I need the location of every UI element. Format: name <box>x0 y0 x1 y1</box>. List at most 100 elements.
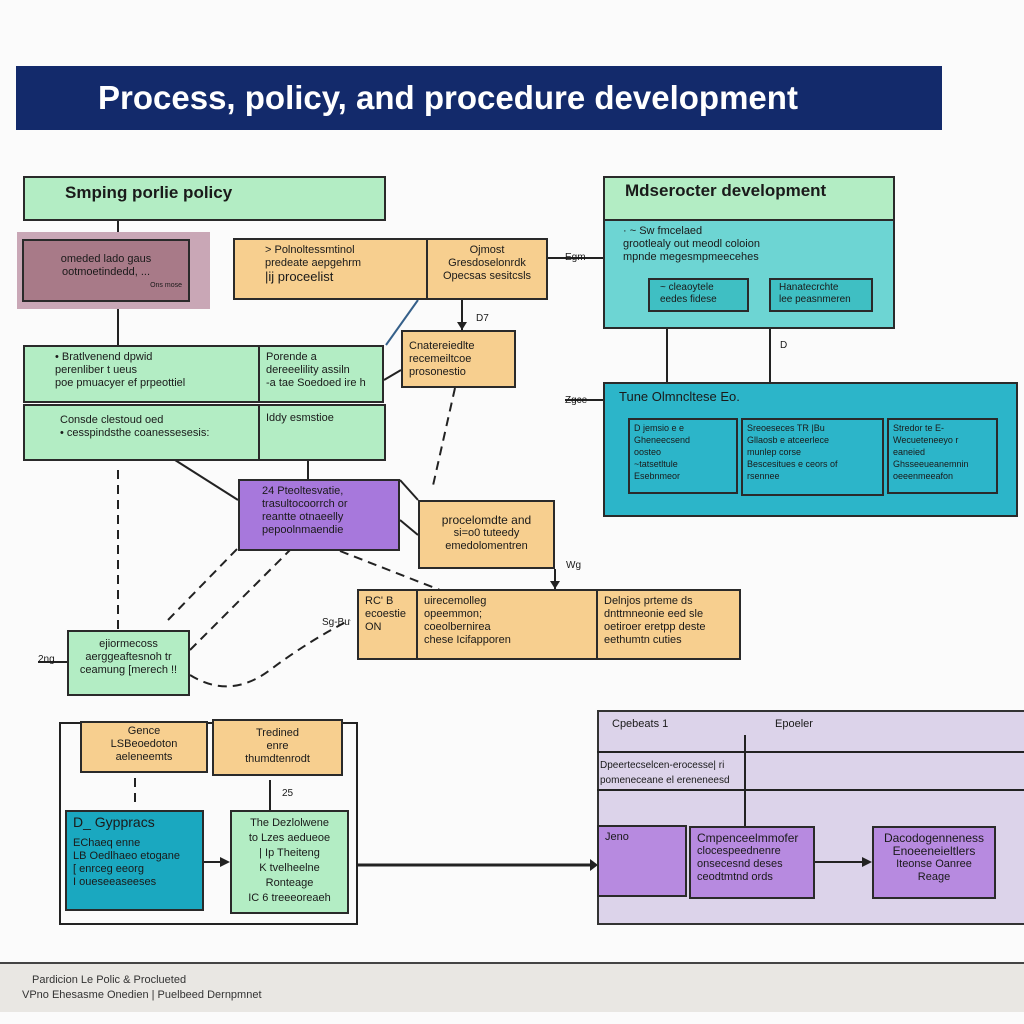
box-text: rsennee <box>747 471 780 481</box>
box-text: Hanatecrchte <box>779 282 839 293</box>
box-text: Consde clestoud oed <box>60 414 164 426</box>
connector <box>399 519 419 536</box>
box-text: ~tatsetltule <box>634 459 678 469</box>
arrowhead <box>550 581 560 589</box>
box-text: ceodtmtnd ords <box>697 871 773 883</box>
box-text: poe pmuacyer ef prpeottiel <box>55 377 186 389</box>
dashed-connector <box>431 387 456 491</box>
box-text: Enoeeneieltlers <box>892 844 976 858</box>
page-title: Process, policy, and procedure developme… <box>98 79 798 116</box>
box-text: recemeiltcoe <box>409 353 472 365</box>
box-text: Reage <box>917 871 951 883</box>
box-text: • Bratlvenend dpwid <box>55 351 153 363</box>
box-text: D jemsio e e <box>634 423 685 433</box>
box-text: Ronteage <box>265 877 314 889</box>
box-text: pepoolnmaendie <box>262 524 344 536</box>
box-text: omeded lado gaus <box>60 253 152 265</box>
green-low-right-box: Iddy esmstioe <box>258 404 386 461</box>
box-text: uirecemolleg <box>424 595 487 607</box>
box-text: EChaeq enne <box>73 837 141 849</box>
box-text: Delnjos prteme ds <box>604 595 693 607</box>
box-text: onsecesnd deses <box>697 858 783 870</box>
edge-label: D7 <box>476 313 489 324</box>
box-text: aeleneemts <box>115 751 173 763</box>
box-text: eedes fidese <box>660 294 717 305</box>
box-text: ejiormecoss <box>99 638 158 650</box>
box-text: Gresdoselonrdk <box>448 257 526 269</box>
box-text: Opecsas sesitcsls <box>442 270 532 282</box>
box-text: [ enrceg eeorg <box>73 863 144 875</box>
dev-header-box: Mdserocter development <box>603 176 895 221</box>
box-text: Gence <box>127 725 161 737</box>
box-text: Tredined <box>255 727 299 739</box>
connector <box>385 299 419 346</box>
box-text: Gheneecsend <box>634 435 691 445</box>
box-text: Iteonse Oanree <box>896 858 972 870</box>
edge-label: Zgce <box>565 395 588 406</box>
bottom-left-frame <box>59 722 358 925</box>
box-text: perenliber t ueus <box>55 364 137 376</box>
box-text: to Lzes aedueoe <box>248 832 331 844</box>
box-text: oetiroer eretpp deste <box>604 621 706 633</box>
box-text: Cnatereiedlte <box>409 340 475 352</box>
box-text: Gllaosb e atceerlece <box>747 435 830 445</box>
green-low-left-box: Consde clestoud oed• cesspindsthe coanes… <box>23 404 260 461</box>
box-text: Bescesitues e ceors of <box>747 459 838 469</box>
panel-row-text: Dpeertecselcen-erocesse| ri <box>600 760 725 771</box>
box-text: clocespeednenre <box>697 845 781 857</box>
box-text: dereeelility assiln <box>266 364 350 376</box>
box-text: enre <box>266 740 289 752</box>
box-text: coeolbernirea <box>424 621 491 633</box>
box-text: grootlealy out meodl coloion <box>623 238 760 250</box>
box-text: lee peasnmeren <box>779 294 851 305</box>
box-text: ON <box>365 621 382 633</box>
box-text: ~ cleaoytele <box>660 282 714 293</box>
edge-label: D <box>780 340 788 351</box>
box-text: The Dezlolwene <box>250 817 329 829</box>
box-title: Smping porlie policy <box>65 183 233 202</box>
connector <box>383 369 402 381</box>
box-text: LB Oedlhaeo etogane <box>73 850 181 862</box>
box-text: K tvelheelne <box>259 862 320 874</box>
box-text: mpnde megesmpmeecehes <box>623 251 759 263</box>
dashed-connector <box>167 547 239 621</box>
panel-header-left: Cpebeats 1 <box>612 718 669 730</box>
box-text: IC 6 treeeoreaeh <box>248 892 331 904</box>
box-text: predeate aepgehrm <box>265 257 362 269</box>
footer: Pardicion Le Polic & Proclueted VPno Ehe… <box>0 962 1024 1012</box>
box-text: > Polnoltessmtinol <box>265 244 355 256</box>
box-text: I oueseeaseeses <box>73 876 157 888</box>
box-text: Stredor te E- <box>893 423 945 433</box>
policy-header-box: Smping porlie policy <box>23 176 386 221</box>
box-text: ecoestie <box>365 608 406 620</box>
box-text: RC' B <box>365 595 394 607</box>
box-text: |ij proceelist <box>265 269 334 284</box>
box-text: reantte otnaeelly <box>262 511 344 523</box>
panel-row-text: pomeneceane el ereneneesd <box>600 775 730 786</box>
box-text: · ~ Sw fmcelaed <box>623 225 703 237</box>
box-text: Ojmost <box>469 244 505 256</box>
box-text: Iddy esmstioe <box>266 412 334 424</box>
box-title: D_ Gyppracs <box>73 814 155 830</box>
box-text: Ghsseeueanemnin <box>893 459 969 469</box>
box-text: prosonestio <box>409 366 466 378</box>
box-text: chese Icifapporen <box>424 634 511 646</box>
box-text: ceamung [merech !! <box>79 664 178 676</box>
box-text: aerggeaftesnoh tr <box>85 651 172 663</box>
footer-line-2: VPno Ehesasme Onedien | Puelbeed Dernpmn… <box>22 989 262 1001</box>
box-text: thumdtenrodt <box>245 753 310 765</box>
box-text: eethumtn cuties <box>604 634 682 646</box>
box-text: • cesspindsthe coanessesesis: <box>60 427 210 439</box>
